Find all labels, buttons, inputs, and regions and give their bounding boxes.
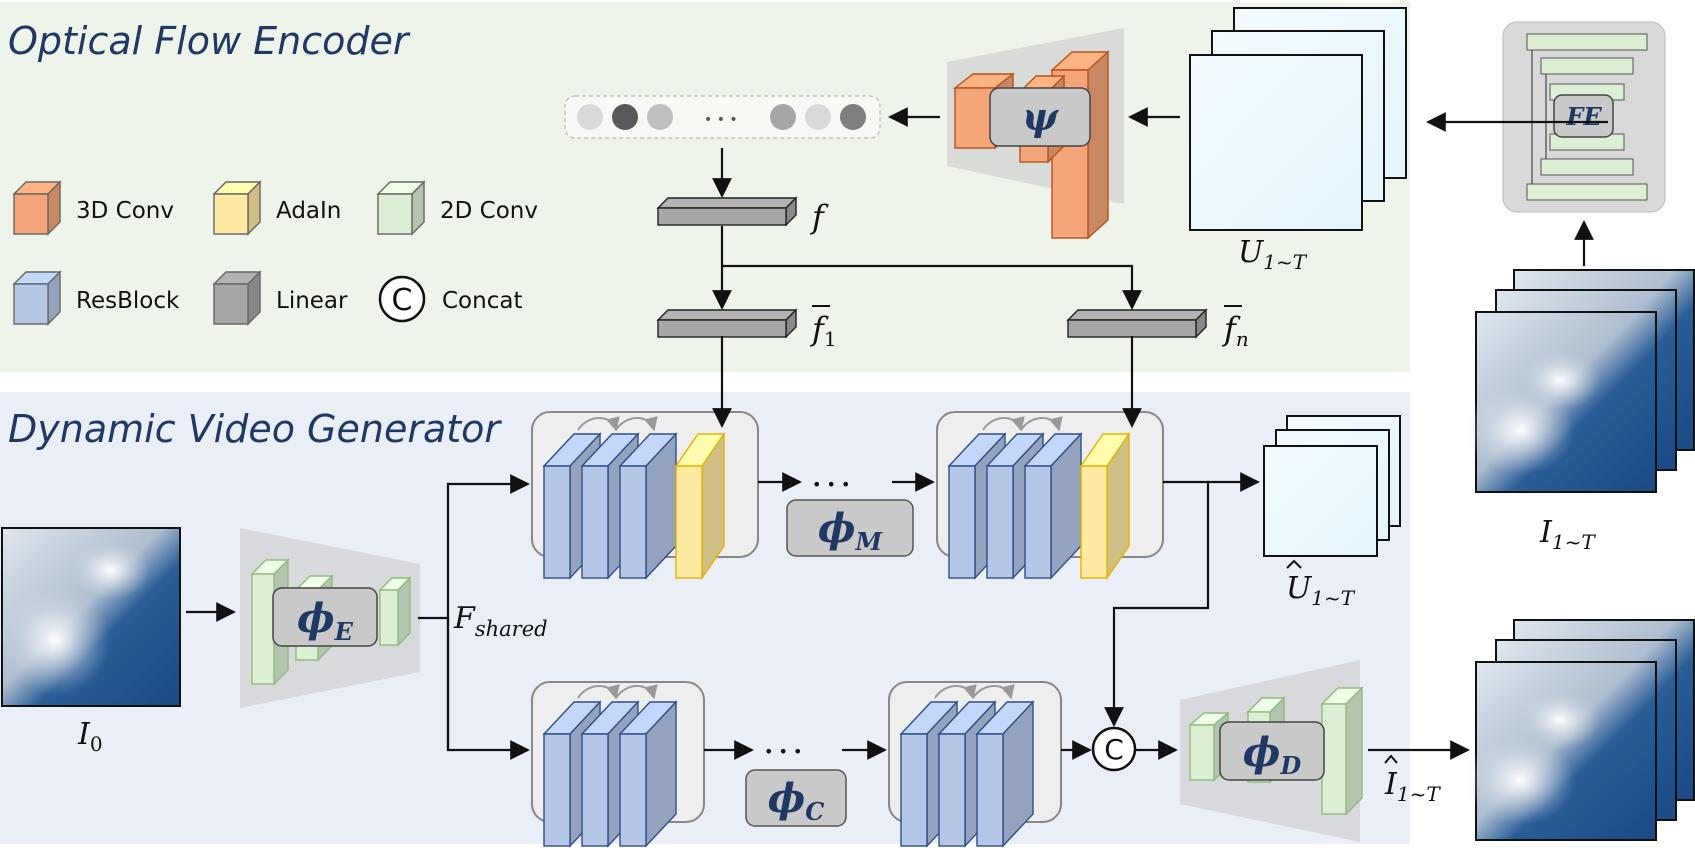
legend-label: AdaIn — [276, 198, 341, 224]
resblock-block — [618, 700, 678, 848]
i-hat-accent — [1384, 754, 1398, 764]
label-i-hat: I1~T — [1384, 767, 1441, 806]
token-dot — [840, 104, 866, 130]
psi-label: ψ — [1022, 94, 1059, 139]
u-hat-accent — [1286, 559, 1302, 569]
psi-encoder: ψ — [947, 28, 1124, 240]
svg-text:C: C — [1104, 733, 1124, 766]
adain-block — [1079, 431, 1131, 581]
phi-e-encoder: ϕE — [240, 528, 420, 708]
svg-text:ϕC: ϕC — [768, 775, 825, 826]
legend-label: 2D Conv — [440, 198, 538, 224]
conv2d-block — [378, 576, 412, 647]
token-dot — [647, 104, 673, 130]
flow-stack-u-hat — [1263, 415, 1401, 557]
token-dot — [770, 104, 796, 130]
label-f-shared: Fshared — [453, 601, 548, 641]
resblock-block — [618, 432, 678, 580]
token-dot — [612, 104, 638, 130]
frame-stack-i — [1465, 269, 1695, 493]
label-u-hat: U1~T — [1286, 571, 1356, 610]
cube-icon — [212, 270, 262, 326]
ellipsis-content: • • • — [764, 742, 802, 761]
connectors — [186, 107, 1608, 760]
token-ellipsis: • • • — [704, 112, 738, 128]
phi-d-decoder: ϕD — [1180, 660, 1364, 842]
flow-stack-u — [1189, 7, 1407, 231]
encoder-title: Optical Flow Encoder — [8, 19, 411, 63]
label-i: I1~T — [1539, 515, 1596, 554]
resblock-block — [975, 700, 1035, 848]
concat-icon: C — [378, 275, 426, 323]
cube-icon — [12, 270, 62, 326]
generator-title: Dynamic Video Generator — [8, 407, 502, 451]
phi-m-box: ϕM — [786, 499, 914, 557]
svg-text:ϕE: ϕE — [297, 595, 354, 646]
cube-icon — [212, 180, 262, 236]
legend-label: 3D Conv — [76, 198, 174, 224]
conv2d-block — [1320, 686, 1364, 816]
legend-label: Concat — [442, 288, 522, 314]
token-dot — [577, 104, 603, 130]
ellipsis-motion: • • • — [812, 475, 850, 494]
legend-label: Linear — [276, 288, 348, 314]
linear-block — [656, 196, 798, 227]
svg-text:ϕD: ϕD — [1243, 729, 1302, 780]
legend-label: ResBlock — [76, 288, 180, 314]
resblock-stacks — [542, 416, 1131, 848]
concat-node: C — [1091, 726, 1137, 772]
cube-icon — [376, 180, 426, 236]
cube-icon — [12, 180, 62, 236]
svg-text:ϕM: ϕM — [818, 505, 884, 556]
fe-flow-estimator: FE — [1502, 21, 1666, 213]
linear-f — [656, 196, 798, 227]
linear-block — [656, 308, 798, 339]
linear-fn — [1066, 308, 1208, 339]
latent-token-row: • • • — [564, 95, 881, 139]
label-i0: I0 — [77, 717, 103, 756]
linear-f1 — [656, 308, 798, 339]
linear-block — [1066, 308, 1208, 339]
resblock-block — [1023, 432, 1083, 580]
frame-stack-i-hat — [1465, 619, 1695, 841]
fe-label: FE — [1565, 102, 1602, 131]
svg-text:C: C — [392, 283, 413, 318]
input-image-i0 — [0, 527, 181, 707]
label-u: U1~T — [1238, 235, 1308, 274]
phi-c-box: ϕC — [745, 769, 847, 827]
token-dot — [805, 104, 831, 130]
adain-block — [674, 431, 726, 581]
